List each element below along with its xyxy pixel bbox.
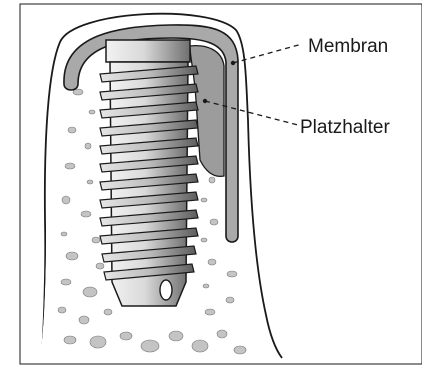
spacer-label: Platzhalter (300, 117, 390, 138)
spacer-leader-dot (203, 99, 207, 103)
dental-implant (100, 40, 198, 306)
membrane-label: Membran (308, 36, 388, 57)
implant-apical-hole (160, 280, 172, 300)
membrane-leader-dot (231, 61, 235, 65)
